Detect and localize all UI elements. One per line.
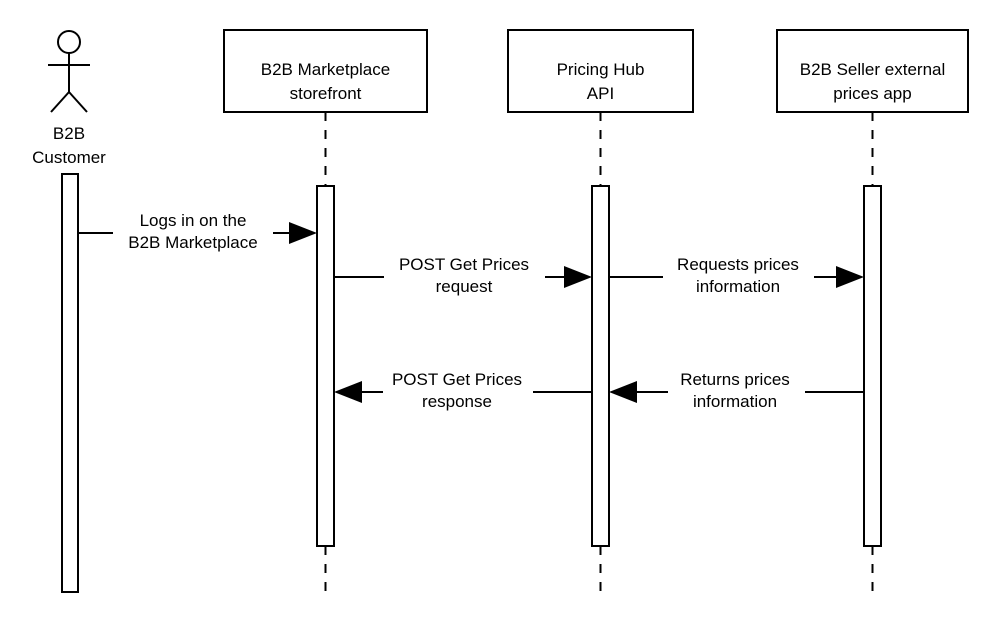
activation-bar-seller-prices-app bbox=[863, 185, 882, 547]
arrow-head-post-get-prices-request bbox=[564, 266, 592, 288]
message-label-requests-prices-information-line1: Requests prices bbox=[677, 255, 799, 274]
actor-b2b-customer: B2B Customer bbox=[32, 30, 106, 593]
participant-box-pricing-hub-api bbox=[507, 29, 694, 113]
stick-figure-actor-icon bbox=[48, 30, 90, 113]
message-returns-prices-information: Returns prices information bbox=[609, 370, 864, 411]
participant-seller-prices-app: B2B Seller external prices app bbox=[776, 29, 969, 592]
arrow-head-returns-prices-information bbox=[609, 381, 637, 403]
participant-title-seller-prices-app-line2: prices app bbox=[833, 84, 911, 103]
activation-bar-b2b-customer bbox=[61, 173, 79, 593]
message-label-logs-in-line1: Logs in on the bbox=[140, 211, 247, 230]
participant-title-pricing-hub-api-line1: Pricing Hub bbox=[557, 60, 645, 79]
participant-box-storefront bbox=[223, 29, 428, 113]
message-label-post-get-prices-response-line1: POST Get Prices bbox=[392, 370, 522, 389]
participant-title-storefront-line1: B2B Marketplace bbox=[261, 60, 390, 79]
arrow-head-post-get-prices-response bbox=[334, 381, 362, 403]
message-label-post-get-prices-request-line2: request bbox=[436, 277, 493, 296]
participant-title-pricing-hub-api-line2: API bbox=[587, 84, 614, 103]
activation-bar-storefront bbox=[316, 185, 335, 547]
message-requests-prices-information: Requests prices information bbox=[609, 255, 864, 296]
message-label-returns-prices-information-line2: information bbox=[693, 392, 777, 411]
actor-label-line1: B2B bbox=[53, 124, 85, 143]
message-label-logs-in-line2: B2B Marketplace bbox=[128, 233, 257, 252]
message-logs-in: Logs in on the B2B Marketplace bbox=[78, 211, 317, 252]
message-post-get-prices-response: POST Get Prices response bbox=[334, 370, 592, 411]
arrow-head-logs-in bbox=[289, 222, 317, 244]
actor-label-line2: Customer bbox=[32, 148, 106, 167]
message-post-get-prices-request: POST Get Prices request bbox=[334, 255, 592, 296]
participant-box-seller-prices-app bbox=[776, 29, 969, 113]
participant-title-storefront-line2: storefront bbox=[290, 84, 362, 103]
participant-storefront: B2B Marketplace storefront bbox=[223, 29, 428, 592]
participant-title-seller-prices-app-line1: B2B Seller external bbox=[800, 60, 946, 79]
activation-bar-pricing-hub-api bbox=[591, 185, 610, 547]
message-label-post-get-prices-response-line2: response bbox=[422, 392, 492, 411]
message-label-returns-prices-information-line1: Returns prices bbox=[680, 370, 790, 389]
message-label-post-get-prices-request-line1: POST Get Prices bbox=[399, 255, 529, 274]
message-label-requests-prices-information-line2: information bbox=[696, 277, 780, 296]
participant-pricing-hub-api: Pricing Hub API bbox=[507, 29, 694, 592]
arrow-head-requests-prices-information bbox=[836, 266, 864, 288]
